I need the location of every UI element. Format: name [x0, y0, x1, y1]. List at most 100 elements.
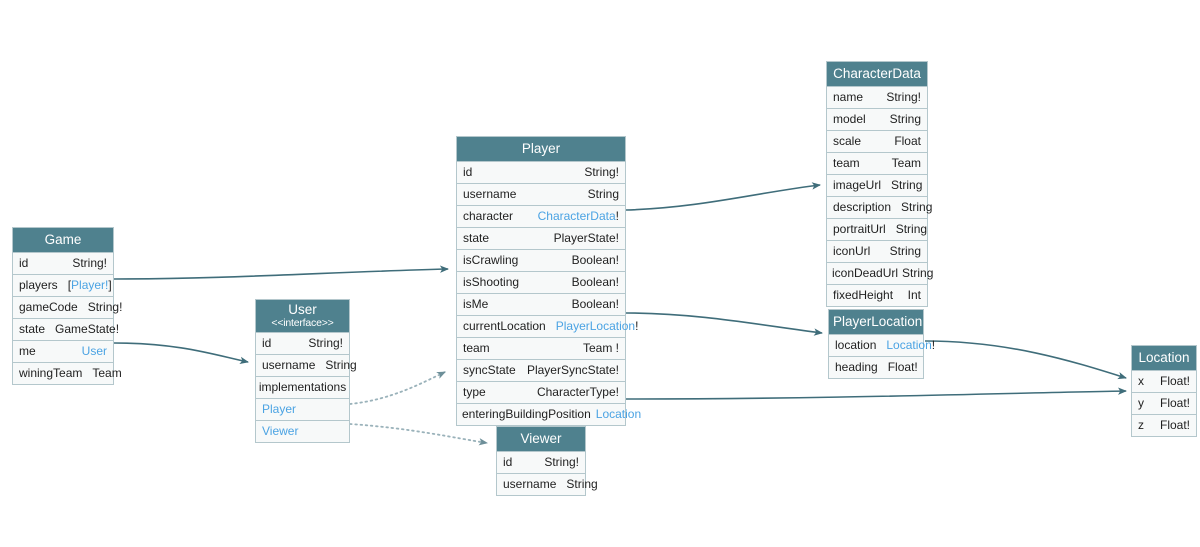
- table-row[interactable]: name String!: [827, 87, 927, 109]
- table-row[interactable]: enteringBuildingPosition Location: [457, 404, 641, 425]
- table-row[interactable]: location Location!: [829, 335, 935, 357]
- table-row[interactable]: gameCode String!: [13, 297, 122, 319]
- entity-player[interactable]: Player id String! username String charac…: [456, 136, 641, 426]
- table-row[interactable]: type CharacterType!: [457, 382, 625, 404]
- field-name: gameCode: [19, 300, 78, 314]
- table-row[interactable]: scale Float: [827, 131, 927, 153]
- table-row[interactable]: id String!: [497, 452, 585, 474]
- entity-viewer[interactable]: Viewer id String! username String: [496, 426, 598, 496]
- field-type-link[interactable]: [Player!]: [67, 278, 112, 292]
- table-row[interactable]: iconUrl String: [827, 241, 927, 263]
- entity-playerlocation[interactable]: PlayerLocation location Location! headin…: [828, 309, 935, 379]
- table-row[interactable]: id String!: [457, 162, 625, 184]
- field-type: String!: [544, 455, 579, 469]
- entity-user-subtitle: <<interface>>: [271, 317, 334, 329]
- entity-user-header: User <<interface>>: [256, 300, 349, 333]
- implementation-item[interactable]: Player: [256, 399, 349, 421]
- table-row[interactable]: username String: [256, 355, 357, 377]
- field-name: location: [835, 338, 877, 352]
- table-row[interactable]: team Team: [827, 153, 927, 175]
- field-type: String: [889, 244, 921, 258]
- field-name: scale: [833, 134, 862, 148]
- field-type-link[interactable]: PlayerLocation!: [555, 319, 639, 333]
- field-type: String: [566, 477, 598, 491]
- entity-playerlocation-title: PlayerLocation: [833, 314, 923, 329]
- edge-game-me-to-user: [113, 342, 249, 364]
- entity-characterdata[interactable]: CharacterData name String! model String …: [826, 61, 933, 307]
- table-row[interactable]: isShooting Boolean!: [457, 272, 625, 294]
- field-type: GameState!: [55, 322, 120, 336]
- edge-user-viewer-implements: [349, 423, 488, 446]
- table-row[interactable]: x Float!: [1132, 371, 1196, 393]
- table-row[interactable]: username String: [457, 184, 625, 206]
- table-row[interactable]: state PlayerState!: [457, 228, 625, 250]
- field-name: me: [19, 344, 36, 358]
- table-row[interactable]: me User: [13, 341, 113, 363]
- table-row[interactable]: currentLocation PlayerLocation!: [457, 316, 638, 338]
- table-row[interactable]: model String: [827, 109, 927, 131]
- field-type-link[interactable]: Location!: [886, 338, 936, 352]
- field-type-link[interactable]: User: [81, 344, 107, 358]
- field-name: x: [1138, 374, 1144, 388]
- table-row[interactable]: team Team !: [457, 338, 625, 360]
- implementation-name[interactable]: Player: [262, 402, 297, 416]
- field-type: String: [891, 178, 923, 192]
- field-name: state: [19, 322, 46, 336]
- field-type: String: [587, 187, 619, 201]
- table-row[interactable]: state GameState!: [13, 319, 119, 341]
- table-row[interactable]: description String: [827, 197, 932, 219]
- entity-game-title: Game: [44, 232, 82, 247]
- edge-user-player-implements: [349, 371, 446, 405]
- field-type: String: [901, 200, 933, 214]
- table-row[interactable]: heading Float!: [829, 357, 923, 378]
- entity-location[interactable]: Location x Float! y Float! z Float!: [1131, 345, 1197, 437]
- field-name: model: [833, 112, 866, 126]
- field-type: Team: [92, 366, 122, 380]
- edge-playerlocation-location-to-location: [924, 340, 1127, 380]
- table-row[interactable]: winingTeam Team: [13, 363, 122, 384]
- field-type: PlayerSyncState!: [526, 363, 619, 377]
- field-type: Boolean!: [571, 253, 619, 267]
- field-name: id: [262, 336, 272, 350]
- table-row[interactable]: id String!: [256, 333, 349, 355]
- edge-game-players-to-player: [113, 265, 449, 280]
- field-type: Float!: [1159, 396, 1190, 410]
- field-type: Int: [907, 288, 921, 302]
- table-row[interactable]: players [Player!]: [13, 275, 113, 297]
- table-row[interactable]: character CharacterData!: [457, 206, 625, 228]
- field-name: winingTeam: [19, 366, 83, 380]
- table-row[interactable]: isMe Boolean!: [457, 294, 625, 316]
- entity-location-title: Location: [1138, 350, 1190, 365]
- entity-game[interactable]: Game id String! players [Player!] gameCo…: [12, 227, 122, 385]
- table-row[interactable]: isCrawling Boolean!: [457, 250, 625, 272]
- table-row[interactable]: syncState PlayerSyncState!: [457, 360, 625, 382]
- table-row[interactable]: portraitUrl String: [827, 219, 927, 241]
- table-row[interactable]: z Float!: [1132, 415, 1196, 436]
- field-name: iconUrl: [833, 244, 871, 258]
- field-type: String!: [72, 256, 107, 270]
- field-type-link[interactable]: Location: [595, 407, 642, 421]
- field-name: isShooting: [463, 275, 520, 289]
- implementation-name[interactable]: Viewer: [262, 424, 299, 438]
- field-name: isCrawling: [463, 253, 519, 267]
- entity-player-header: Player: [457, 137, 625, 162]
- field-type: String!: [886, 90, 921, 104]
- field-name: name: [833, 90, 864, 104]
- table-row[interactable]: fixedHeight Int: [827, 285, 927, 306]
- table-row[interactable]: y Float!: [1132, 393, 1196, 415]
- edge-player-currentlocation-to-playerlocation: [625, 312, 823, 336]
- entity-location-header: Location: [1132, 346, 1196, 371]
- field-type-link[interactable]: CharacterData!: [537, 209, 619, 223]
- entity-player-title: Player: [521, 141, 561, 156]
- table-row[interactable]: imageUrl String: [827, 175, 927, 197]
- field-type: String!: [308, 336, 343, 350]
- table-row[interactable]: iconDeadUrl String: [827, 263, 933, 285]
- field-type: Float!: [1159, 374, 1190, 388]
- implementation-item[interactable]: Viewer: [256, 421, 349, 442]
- field-name: imageUrl: [833, 178, 882, 192]
- table-row[interactable]: username String: [497, 474, 598, 495]
- entity-characterdata-header: CharacterData: [827, 62, 927, 87]
- table-row[interactable]: id String!: [13, 253, 113, 275]
- entity-user[interactable]: User <<interface>> id String! username S…: [255, 299, 357, 443]
